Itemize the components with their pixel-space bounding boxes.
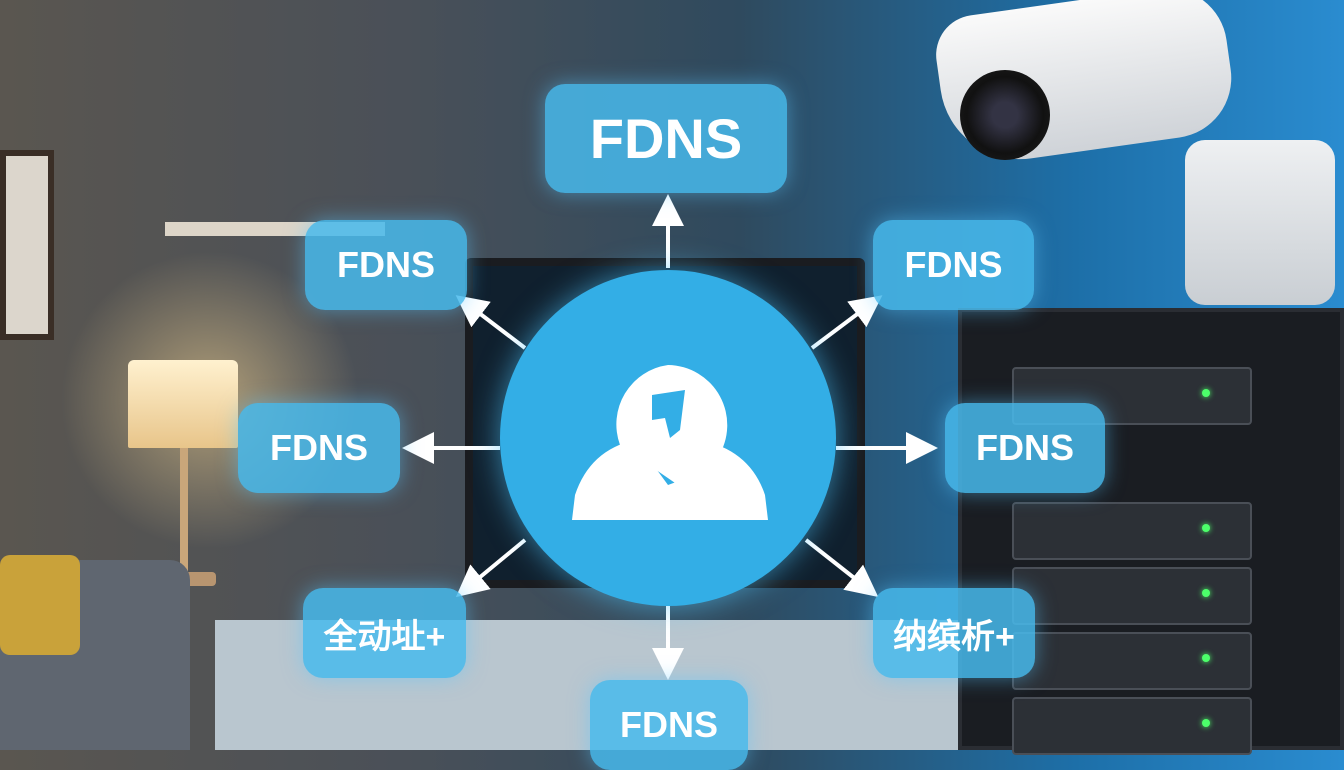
server-rack (958, 308, 1344, 755)
label-upper-left: FDNS (305, 220, 467, 310)
label-middle-right: FDNS (945, 403, 1105, 493)
label-bottom: FDNS (590, 680, 748, 770)
central-hub (500, 270, 836, 606)
server-unit (1012, 502, 1252, 560)
lamp-pole (180, 448, 188, 578)
arrow-upper-left (455, 295, 527, 350)
label-top: FDNS (545, 84, 787, 193)
user-chat-bolt-icon (572, 365, 768, 520)
lamp-shade (128, 360, 238, 448)
wall-picture (0, 150, 54, 340)
pillow (0, 555, 80, 655)
label-lower-right: 纳缤析+ (873, 588, 1035, 678)
camera-lens (960, 70, 1050, 160)
arrows (402, 194, 938, 680)
arrow-lower-right (804, 538, 879, 597)
server-unit (1012, 697, 1252, 755)
label-lower-left: 全动址+ (303, 588, 466, 678)
camera-mount (1185, 140, 1335, 305)
label-middle-left: FDNS (238, 403, 400, 493)
server-unit (1012, 632, 1252, 690)
label-upper-right: FDNS (873, 220, 1034, 310)
server-unit (1012, 567, 1252, 625)
arrow-lower-left (455, 538, 527, 598)
arrow-upper-right (810, 295, 883, 350)
